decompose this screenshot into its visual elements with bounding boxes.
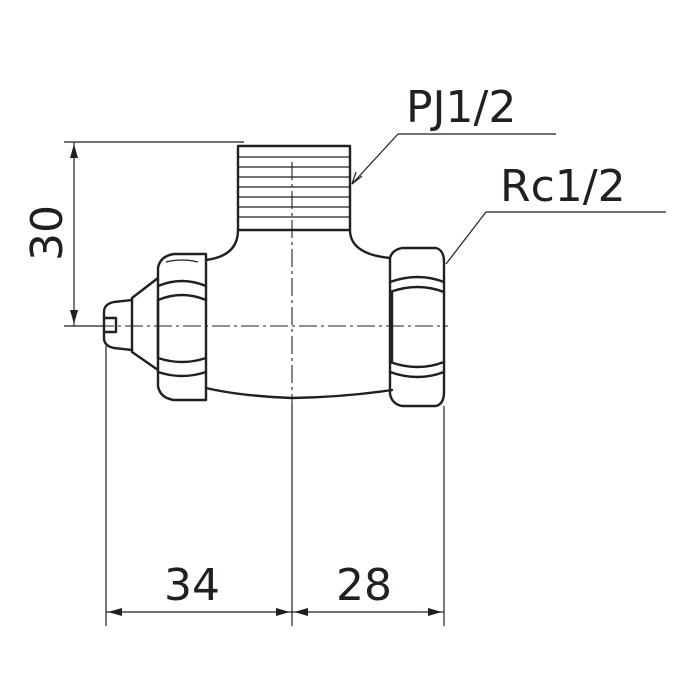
rc-thread-label: Rc1/2: [500, 161, 626, 212]
pj-leader: [351, 133, 556, 185]
left-dimension-label: 34: [164, 560, 220, 611]
pj-thread-label: PJ1/2: [406, 82, 516, 133]
body-upper-outline: [204, 228, 392, 262]
left-spindle: [102, 276, 160, 372]
right-hex-nut: [388, 246, 446, 408]
body-lower-outline: [204, 386, 394, 400]
top-threaded-spigot: [236, 144, 352, 232]
bottom-dimension: [106, 608, 444, 616]
right-dimension-label: 28: [336, 560, 392, 611]
height-dimension: [64, 141, 244, 327]
valve-body: [96, 144, 448, 408]
height-dimension-label: 30: [22, 205, 73, 261]
rc-leader: [445, 211, 666, 265]
left-hex-cap: [156, 252, 208, 402]
